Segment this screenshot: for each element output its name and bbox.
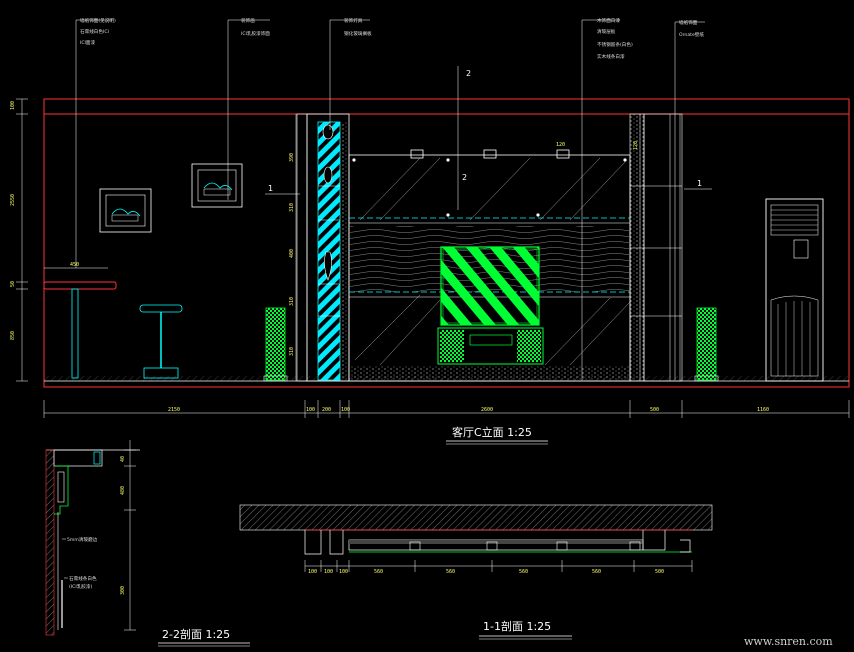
callout-text: 清玻层板 bbox=[597, 28, 616, 35]
callout-text: 墙纸饰面(见说明) bbox=[80, 17, 116, 24]
display-column bbox=[296, 113, 350, 382]
section-2-2: 40 480 300 5mm清玻磨边 石膏线条白色 (ICI乳胶漆) 2-2剖面… bbox=[45, 440, 250, 647]
title-elevation: 客厅C立面 1:25 bbox=[452, 425, 532, 439]
dim-label: 1160 bbox=[757, 407, 769, 413]
ceiling-band bbox=[43, 98, 850, 115]
dim-label: 450 bbox=[70, 262, 79, 268]
dim-label: 100 bbox=[308, 569, 317, 575]
dim-label: 40 bbox=[120, 456, 126, 462]
wall-outline bbox=[43, 98, 850, 388]
dim-label: 850 bbox=[10, 331, 16, 340]
section-mark: 1 bbox=[697, 179, 702, 188]
callout-text: 实木线条白漆 bbox=[597, 53, 625, 60]
callout-group-4: 木饰面白漆 清玻层板 不锈钢嵌条(白色) 实木线条白漆 bbox=[597, 17, 633, 60]
callout-text: 石膏线白色ICI bbox=[80, 28, 109, 35]
section-mark: 1 bbox=[268, 184, 273, 193]
dim-label: 2150 bbox=[168, 407, 180, 413]
floor-lamp-right bbox=[694, 307, 719, 382]
dim-label: 500 bbox=[655, 569, 664, 575]
painting-right bbox=[191, 163, 243, 208]
dim-label: 560 bbox=[446, 569, 455, 575]
callout-text: 钢化玻璃搁板 bbox=[344, 30, 372, 37]
callout-text: Ornate壁纸 bbox=[679, 31, 704, 38]
dim-label: 310 bbox=[289, 203, 295, 212]
callout-text: ICI乳胶漆饰面 bbox=[241, 30, 270, 37]
dimension-bottom: 2150 100 200 100 2600 500 1160 bbox=[43, 400, 850, 418]
tv-wall bbox=[348, 149, 631, 382]
dim-label: 2550 bbox=[10, 194, 16, 206]
dim-label: 120 bbox=[556, 142, 565, 148]
section-1-1: 100 100 100 560 560 560 560 500 1-1剖面 1:… bbox=[239, 504, 713, 640]
dim-label: 100 bbox=[324, 569, 333, 575]
dim-label: 100 bbox=[306, 407, 315, 413]
tv-cabinet bbox=[437, 327, 544, 365]
callout-text: 木饰面白漆 bbox=[597, 17, 620, 24]
elevation-c: 墙纸饰面(见说明) 石膏线白色ICI ICI面漆 装饰画 ICI乳胶漆饰面 装饰… bbox=[10, 17, 850, 445]
dim-label: 560 bbox=[592, 569, 601, 575]
watermark: www.snren.com bbox=[744, 635, 833, 648]
right-shelf bbox=[629, 113, 683, 382]
dim-label: 200 bbox=[322, 407, 331, 413]
dim-label: 120 bbox=[633, 141, 639, 150]
dim-label: 560 bbox=[519, 569, 528, 575]
callout-leaders bbox=[75, 19, 712, 380]
dim-label: 560 bbox=[374, 569, 383, 575]
dim-label: 480 bbox=[120, 486, 126, 495]
title-section-1: 1-1剖面 1:25 bbox=[483, 619, 551, 633]
section-mark: 2 bbox=[462, 173, 467, 182]
painting-left bbox=[99, 188, 152, 233]
dim-label: 400 bbox=[289, 249, 295, 258]
callout-text: 装饰灯具 bbox=[344, 17, 363, 24]
callout-group-1: 墙纸饰面(见说明) 石膏线白色ICI ICI面漆 bbox=[80, 17, 116, 46]
callout-text: 墙纸饰面 bbox=[679, 19, 698, 26]
tv-screen bbox=[440, 246, 540, 326]
callout-group-3: 装饰灯具 钢化玻璃搁板 bbox=[344, 17, 372, 37]
dim-label: 500 bbox=[650, 407, 659, 413]
dim-label: 100 bbox=[339, 569, 348, 575]
callout-text: 不锈钢嵌条(白色) bbox=[597, 41, 633, 48]
dimension-left: 100 2550 50 850 bbox=[10, 98, 28, 382]
title-section-2: 2-2剖面 1:25 bbox=[162, 627, 230, 641]
dim-label: 100 bbox=[341, 407, 350, 413]
section-note: (ICI乳胶漆) bbox=[69, 583, 92, 590]
section-note: 5mm清玻磨边 bbox=[67, 536, 98, 543]
section-mark: 2 bbox=[466, 69, 471, 78]
dim-label: 50 bbox=[10, 281, 16, 287]
section-note: 石膏线条白色 bbox=[69, 575, 97, 582]
dim-label: 310 bbox=[289, 297, 295, 306]
callout-text: ICI面漆 bbox=[80, 39, 96, 46]
dim-label: 300 bbox=[120, 586, 126, 595]
air-conditioner bbox=[765, 198, 824, 382]
bar-stool bbox=[139, 304, 183, 379]
bar-counter bbox=[43, 267, 117, 379]
dim-label: 310 bbox=[289, 347, 295, 356]
dim-label: 100 bbox=[10, 101, 16, 110]
dim-label: 2600 bbox=[481, 407, 493, 413]
callout-group-5: 墙纸饰面 Ornate壁纸 bbox=[679, 19, 704, 38]
callout-text: 装饰画 bbox=[241, 17, 255, 24]
dimension-pillar: 390 310 400 310 310 120 bbox=[289, 114, 641, 381]
dim-label: 390 bbox=[289, 153, 295, 162]
floor-lamp-left bbox=[263, 307, 288, 382]
callout-group-2: 装饰画 ICI乳胶漆饰面 bbox=[241, 17, 270, 37]
